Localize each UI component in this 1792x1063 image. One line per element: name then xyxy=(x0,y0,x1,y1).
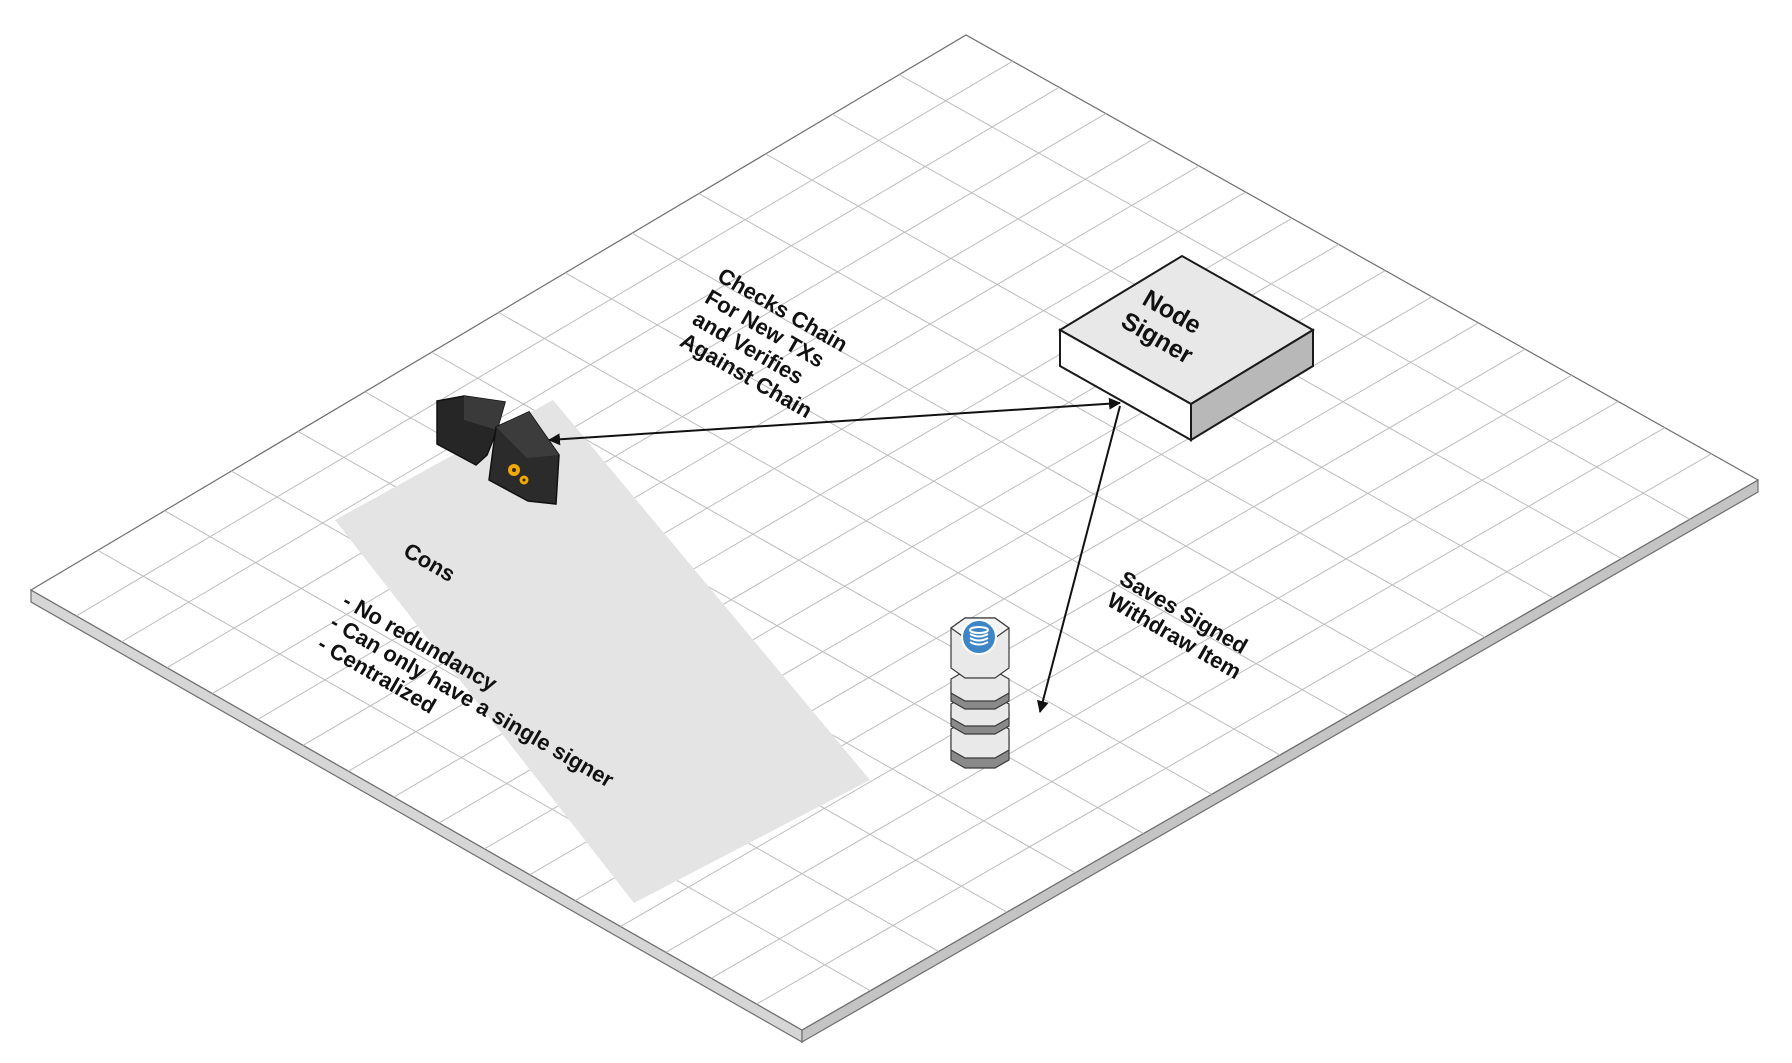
grid-line-b-1 xyxy=(76,60,1013,617)
gear-icon xyxy=(508,464,529,485)
grid-line-b-2 xyxy=(121,86,1060,643)
grid-line-a-1 xyxy=(97,549,871,992)
grid-line-b-14 xyxy=(665,401,1619,953)
platform-top xyxy=(29,34,1760,1031)
edge-checks-chain xyxy=(548,397,1121,446)
grid-line-b-13 xyxy=(620,374,1572,927)
cons-panel xyxy=(335,400,870,903)
grid-line-b-3 xyxy=(166,113,1107,669)
grid-line-a-9 xyxy=(631,232,1417,677)
grid-platform xyxy=(29,34,1760,1044)
grid-line-a-7 xyxy=(498,312,1281,756)
grid-line-a-13 xyxy=(898,74,1690,520)
edge-saves-signed xyxy=(1036,405,1121,713)
grid-line-b-16 xyxy=(756,453,1712,1005)
grid-line-b-15 xyxy=(711,427,1666,979)
node-signer: Node Signer xyxy=(1058,254,1315,442)
node-signer-right xyxy=(1190,328,1314,442)
server-gear-icon xyxy=(436,395,560,505)
database-icon xyxy=(949,617,1011,769)
grid-line-a-8 xyxy=(565,272,1349,717)
